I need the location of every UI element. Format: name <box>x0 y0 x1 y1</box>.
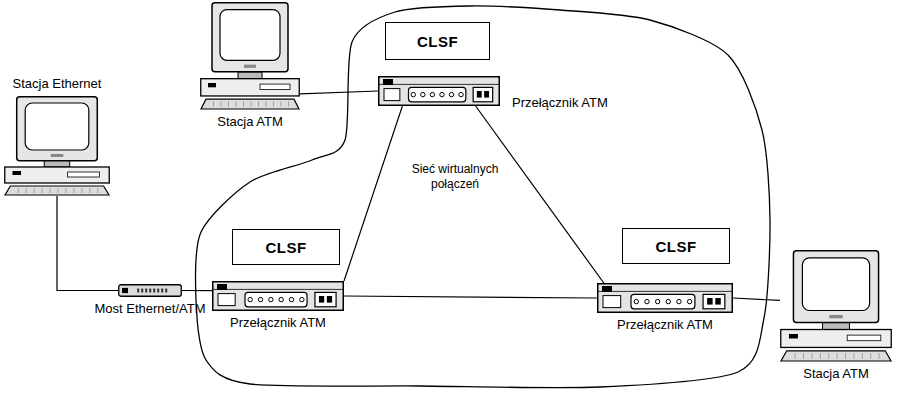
network-label: Sieć wirtualnych połączeń <box>403 162 507 192</box>
workstation: Stacja Ethernet <box>4 96 110 196</box>
switch-icon <box>597 283 733 313</box>
link-line <box>476 106 604 283</box>
computer-icon <box>200 2 300 110</box>
workstation: Stacja ATM <box>780 250 892 362</box>
device-label: Przełącznik ATM <box>230 316 326 331</box>
link-line <box>344 106 402 281</box>
link-line <box>300 91 378 94</box>
device-label: Przełącznik ATM <box>512 96 608 111</box>
link-line <box>344 296 597 298</box>
atm-switch: Przełącznik ATM <box>378 76 500 106</box>
link-line <box>182 290 212 291</box>
computer-icon <box>4 96 110 196</box>
switch-icon <box>378 76 500 106</box>
atm-switch: Przełącznik ATM <box>212 281 344 311</box>
device-label: Most Ethernet/ATM <box>94 302 205 317</box>
clsf-box: CLSF <box>232 229 340 265</box>
ethernet-atm-bridge: Most Ethernet/ATM <box>118 284 182 297</box>
link-line <box>57 196 118 291</box>
link-line <box>733 298 780 300</box>
device-label: Przełącznik ATM <box>617 318 713 333</box>
device-label: Stacja ATM <box>217 115 283 130</box>
clsf-label: CLSF <box>417 33 458 50</box>
device-label: Stacja ATM <box>803 367 869 382</box>
workstation: Stacja ATM <box>200 2 300 110</box>
bridge-icon <box>118 284 182 297</box>
clsf-box: CLSF <box>622 228 730 264</box>
device-label: Stacja Ethernet <box>13 77 102 92</box>
clsf-box: CLSF <box>385 22 490 60</box>
clsf-label: CLSF <box>655 238 696 255</box>
atm-switch: Przełącznik ATM <box>597 283 733 313</box>
switch-icon <box>212 281 344 311</box>
clsf-label: CLSF <box>265 239 306 256</box>
computer-icon <box>780 250 892 362</box>
